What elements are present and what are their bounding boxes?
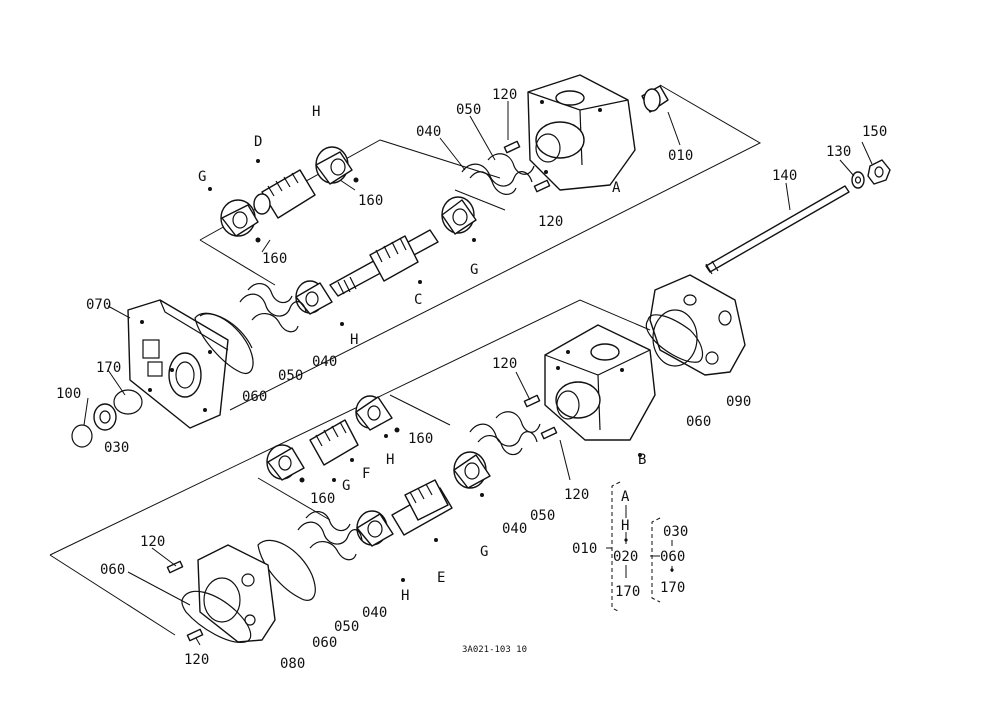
label-040-middle: 040 bbox=[312, 354, 337, 370]
label-060-front: 060 bbox=[242, 389, 267, 405]
label-090: 090 bbox=[726, 394, 751, 410]
legend-label-a: A bbox=[621, 489, 630, 505]
label-leader-lines bbox=[83, 101, 873, 646]
legend-label-010: 010 bbox=[572, 541, 597, 557]
tie-bolt-140 bbox=[705, 185, 850, 275]
gear-housing-b bbox=[544, 324, 656, 457]
seal-rings-lower-left bbox=[297, 511, 363, 561]
label-150: 150 bbox=[862, 124, 887, 140]
label-030-front: 030 bbox=[104, 440, 129, 456]
nut-150 bbox=[867, 159, 891, 185]
label-050-lower: 050 bbox=[530, 508, 555, 524]
seal-assembly-front bbox=[71, 368, 174, 448]
legend-label-020: 020 bbox=[613, 549, 638, 565]
label-040-upper: 040 bbox=[416, 124, 441, 140]
legend-label-060: 060 bbox=[660, 549, 685, 565]
label-120-lower-b: 120 bbox=[564, 487, 589, 503]
o-ring-060-lower bbox=[257, 539, 316, 601]
seal-rings-upper-right bbox=[461, 153, 535, 195]
label-g-lower-right: G bbox=[480, 544, 488, 560]
label-g-top-left: G bbox=[198, 169, 206, 185]
label-040-lower: 040 bbox=[502, 521, 527, 537]
label-160-c: 160 bbox=[408, 431, 433, 447]
label-g-lower-left: G bbox=[342, 478, 350, 494]
part-labels: 120 050 040 010 A 120 150 130 140 H D 16… bbox=[56, 87, 887, 672]
label-010: 010 bbox=[668, 148, 693, 164]
o-ring-060-end bbox=[181, 590, 252, 643]
label-060-rear: 060 bbox=[686, 414, 711, 430]
label-f: F bbox=[362, 466, 370, 482]
gear-f bbox=[309, 419, 359, 466]
label-080: 080 bbox=[280, 656, 305, 672]
bearing-g-lower-right bbox=[453, 451, 491, 497]
label-c: C bbox=[414, 292, 422, 308]
lower-group-leader-lines bbox=[49, 299, 651, 636]
label-140: 140 bbox=[772, 168, 797, 184]
label-h-lower: H bbox=[386, 452, 394, 468]
label-160-d: 160 bbox=[310, 491, 335, 507]
dowel-pins-lower bbox=[523, 394, 558, 440]
front-cover-070 bbox=[127, 299, 229, 429]
label-170-front: 170 bbox=[96, 360, 121, 376]
legend-label-170-right: 170 bbox=[660, 580, 685, 596]
label-g-upper-right: G bbox=[470, 262, 478, 278]
label-120-end-top: 120 bbox=[140, 534, 165, 550]
label-a-housing: A bbox=[612, 180, 621, 196]
dowel-pins-end bbox=[166, 560, 204, 642]
label-060-end: 060 bbox=[100, 562, 125, 578]
label-e: E bbox=[437, 570, 445, 586]
legend-label-170-left: 170 bbox=[615, 584, 640, 600]
bearing-g-lower-left bbox=[266, 444, 336, 483]
label-100: 100 bbox=[56, 386, 81, 402]
label-120-end-bottom: 120 bbox=[184, 652, 209, 668]
label-130: 130 bbox=[826, 144, 851, 160]
label-050-middle: 050 bbox=[278, 368, 303, 384]
label-050-lowest: 050 bbox=[334, 619, 359, 635]
gear-d bbox=[253, 159, 316, 219]
label-060-lower: 060 bbox=[312, 635, 337, 651]
label-050-upper: 050 bbox=[456, 102, 481, 118]
legend-label-h: H bbox=[621, 518, 629, 534]
label-120-lower: 120 bbox=[492, 356, 517, 372]
label-h-middle: H bbox=[350, 332, 358, 348]
label-120-upper: 120 bbox=[492, 87, 517, 103]
rear-cover-090 bbox=[649, 274, 746, 376]
drive-shaft-gear-c bbox=[329, 229, 439, 297]
bearing-g-upper-left bbox=[208, 187, 261, 243]
seal-rings-lower-right bbox=[469, 411, 541, 456]
label-160-b: 160 bbox=[262, 251, 287, 267]
seal-rings-middle bbox=[239, 283, 307, 333]
gear-housing-a bbox=[527, 74, 636, 191]
bushing-010 bbox=[641, 85, 669, 113]
bearing-h-lower bbox=[355, 395, 400, 438]
o-ring-060-front bbox=[194, 312, 254, 374]
label-h-lowest: H bbox=[401, 588, 409, 604]
legend-label-030: 030 bbox=[663, 524, 688, 540]
gear-shaft-e bbox=[391, 479, 453, 542]
washer-130 bbox=[851, 171, 865, 189]
o-ring-060-rear bbox=[645, 314, 704, 363]
label-d: D bbox=[254, 134, 262, 150]
bearing-h-lowest bbox=[356, 510, 405, 582]
dowel-pins-upper bbox=[503, 140, 551, 193]
label-070: 070 bbox=[86, 297, 111, 313]
drawing-code: 3A021-103 10 bbox=[462, 645, 527, 655]
bearing-h-upper bbox=[315, 146, 359, 185]
label-160-a: 160 bbox=[358, 193, 383, 209]
label-h-top: H bbox=[312, 104, 320, 120]
label-040-lowest: 040 bbox=[362, 605, 387, 621]
end-cover-080 bbox=[197, 544, 276, 643]
legend-assembly-breakdown bbox=[606, 481, 674, 613]
bearing-g-upper-right bbox=[441, 196, 477, 242]
label-120-upper-b: 120 bbox=[538, 214, 563, 230]
label-b-housing: B bbox=[638, 452, 646, 468]
